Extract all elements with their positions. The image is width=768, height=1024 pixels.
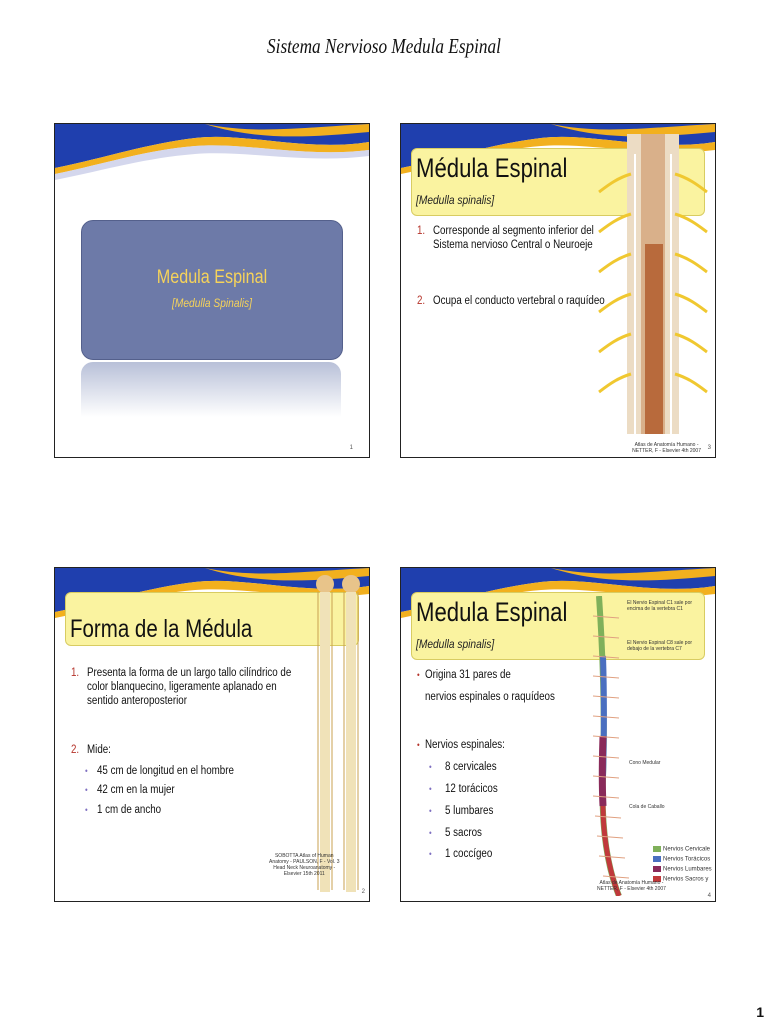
legend-item: Nervios Lumbares <box>653 866 712 873</box>
legend-item: Nervios Torácicos <box>653 856 710 863</box>
slide-header: Forma de la Médula <box>65 592 359 646</box>
slide-4: Medula Espinal [Medulla spinalis] El Ner… <box>400 567 716 902</box>
sub-bullet-text: 5 lumbares <box>445 805 494 817</box>
title-card: Medula Espinal [Medulla Spinalis] <box>81 220 343 360</box>
slide-title: Médula Espinal <box>416 153 568 183</box>
slide-banner <box>55 124 369 180</box>
slide-title: Medula Espinal <box>156 267 268 288</box>
list-item-line: Sistema nervioso Central o Neuroeje <box>433 239 593 251</box>
slide-header: Medula Espinal [Medulla spinalis] <box>411 592 705 660</box>
image-caption: Atlas de Anatomía Humano -NETTER, F - El… <box>632 442 701 454</box>
sub-bullet-text: 12 torácicos <box>445 783 498 795</box>
sub-bullet-text: 8 cervicales <box>445 761 497 773</box>
slide-subtitle: [Medulla Spinalis] <box>172 296 252 310</box>
title-card-reflection <box>81 362 341 417</box>
annotation-cola-de-caballo: Cola de Caballo <box>629 804 665 810</box>
vertebral-column-illustration <box>592 596 630 896</box>
list-item: 1. <box>71 667 80 679</box>
legend-item: Nervios Sacros y <box>653 876 708 883</box>
bullet-text: Origina 31 pares de <box>425 669 511 681</box>
bullet-text: nervios espinales o raquídeos <box>425 691 555 703</box>
slide-number: 2 <box>361 889 365 895</box>
slide-subtitle: [Medulla spinalis] <box>416 637 495 651</box>
sub-bullet: • <box>429 849 432 859</box>
document-title: Sistema Nervioso Medula Espinal <box>267 34 501 58</box>
list-item-line: color blanquecino, ligeramente aplanado … <box>87 681 277 693</box>
sub-bullet: • <box>429 828 432 838</box>
list-item-line: Corresponde al segmento inferior del <box>433 225 594 237</box>
bullet-item: • <box>417 740 420 750</box>
slide-number: 3 <box>707 445 711 451</box>
legend-item: Nervios Cervicale <box>653 846 710 853</box>
bullet-text: 45 cm de longitud en el hombre <box>97 765 234 777</box>
bullet-item: • <box>85 766 88 776</box>
bullet-item: • <box>417 670 420 680</box>
bullet-text: 42 cm en la mujer <box>97 784 175 796</box>
sub-bullet: • <box>429 784 432 794</box>
sub-bullet: • <box>429 762 432 772</box>
bullet-text: Nervios espinales: <box>425 739 505 751</box>
slide-2: Médula Espinal [Medulla spinalis] 1. Cor… <box>400 123 716 458</box>
slide-1: Medula Espinal [Medulla Spinalis] 1 <box>54 123 370 458</box>
slide-subtitle: [Medulla spinalis] <box>416 193 495 207</box>
bullet-item: • <box>85 785 88 795</box>
sub-bullet-text: 5 sacros <box>445 827 482 839</box>
slide-title: Forma de la Médula <box>70 615 253 643</box>
list-item: 2. <box>417 295 426 307</box>
bullet-item: • <box>85 805 88 815</box>
slide-3: Forma de la Médula 1. Presenta la forma … <box>54 567 370 902</box>
annotation-cono-medular: Cono Medular <box>629 760 661 766</box>
bullet-text: 1 cm de ancho <box>97 804 162 816</box>
slide-number: 1 <box>349 445 353 451</box>
image-caption: Atlas de Anatomía Humano -NETTER, F - El… <box>597 880 666 892</box>
list-item-line: Mide: <box>87 744 111 756</box>
list-item: 2. <box>71 744 80 756</box>
sub-bullet: • <box>429 806 432 816</box>
spinal-cord-illustration <box>598 134 708 434</box>
slide-banner <box>401 568 715 618</box>
page-number: 1 <box>756 1004 764 1020</box>
sub-bullet-text: 1 coccígeo <box>445 848 493 860</box>
list-item-line: Presenta la forma de un largo tallo cilí… <box>87 667 292 679</box>
list-item-line: Ocupa el conducto vertebral o raquídeo <box>433 295 605 307</box>
spinal-cord-figures <box>316 575 360 892</box>
list-item-line: sentido anteroposterior <box>87 695 187 707</box>
slide-number: 4 <box>707 893 711 899</box>
list-item: 1. <box>417 225 426 237</box>
slide-title: Medula Espinal <box>416 597 568 627</box>
